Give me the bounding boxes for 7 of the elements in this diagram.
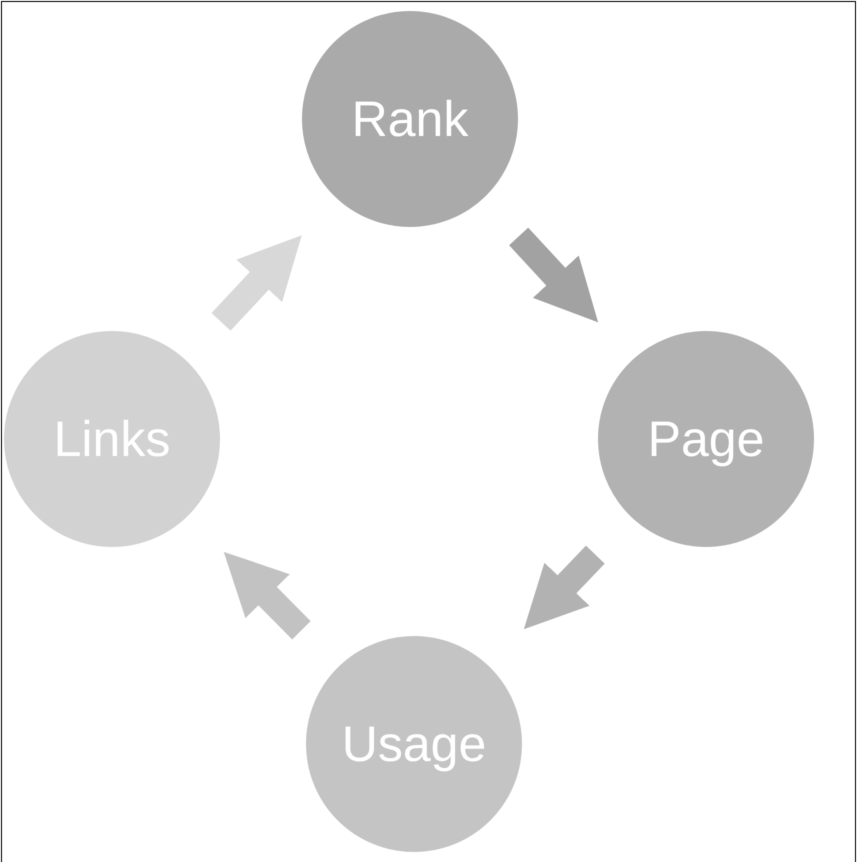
arrow: [509, 228, 598, 322]
node-label: Rank: [352, 90, 468, 148]
node-label: Page: [648, 410, 764, 468]
arrow: [212, 235, 302, 331]
arrow: [524, 546, 605, 630]
node-label: Usage: [342, 715, 486, 773]
arrow: [224, 552, 311, 640]
